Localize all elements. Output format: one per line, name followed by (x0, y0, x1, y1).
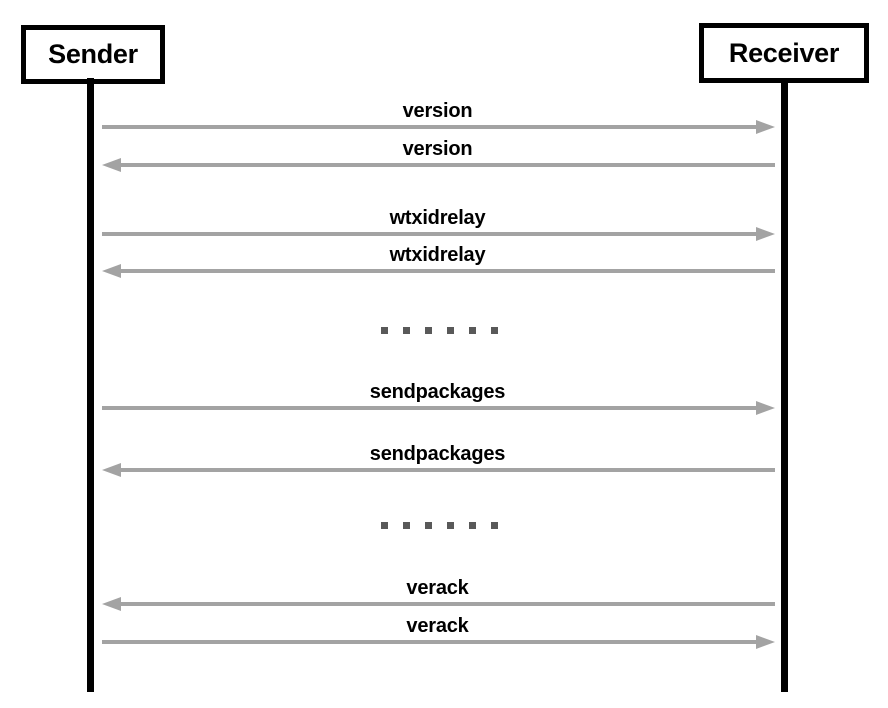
arrow-left-icon (102, 157, 775, 173)
participant-label-sender: Sender (48, 39, 138, 69)
ellipsis-dot (469, 522, 476, 529)
message-label: verack (406, 615, 469, 637)
ellipsis-dot (491, 327, 498, 334)
arrow-left-icon (102, 462, 775, 478)
ellipsis-dot (425, 327, 432, 334)
ellipsis-dot (425, 522, 432, 529)
arrow-left-icon (102, 596, 775, 612)
lifeline-sender (87, 78, 94, 692)
ellipsis-dot (491, 522, 498, 529)
ellipsis-dot (447, 522, 454, 529)
participant-box-receiver[interactable]: Receiver (699, 23, 869, 83)
arrow-right-icon (102, 226, 775, 242)
arrow-right-icon (102, 634, 775, 650)
ellipsis-dot (403, 327, 410, 334)
ellipsis-dot (469, 327, 476, 334)
arrow-right-icon (102, 119, 775, 135)
message-label: sendpackages (369, 443, 506, 465)
participant-box-sender[interactable]: Sender (21, 25, 165, 84)
ellipsis-dot (447, 327, 454, 334)
arrow-left-icon (102, 263, 775, 279)
ellipsis-row (381, 522, 498, 529)
ellipsis-dot (381, 522, 388, 529)
message-label: wtxidrelay (389, 244, 486, 266)
participant-label-receiver: Receiver (728, 37, 840, 68)
message-label: wtxidrelay (389, 207, 486, 229)
message-label: sendpackages (369, 381, 506, 403)
message-label: version (402, 138, 473, 160)
ellipsis-row (381, 327, 498, 334)
arrow-right-icon (102, 400, 775, 416)
message-label: version (402, 100, 473, 122)
ellipsis-dot (381, 327, 388, 334)
ellipsis-dot (403, 522, 410, 529)
lifeline-receiver (781, 78, 788, 692)
message-label: verack (406, 577, 469, 599)
